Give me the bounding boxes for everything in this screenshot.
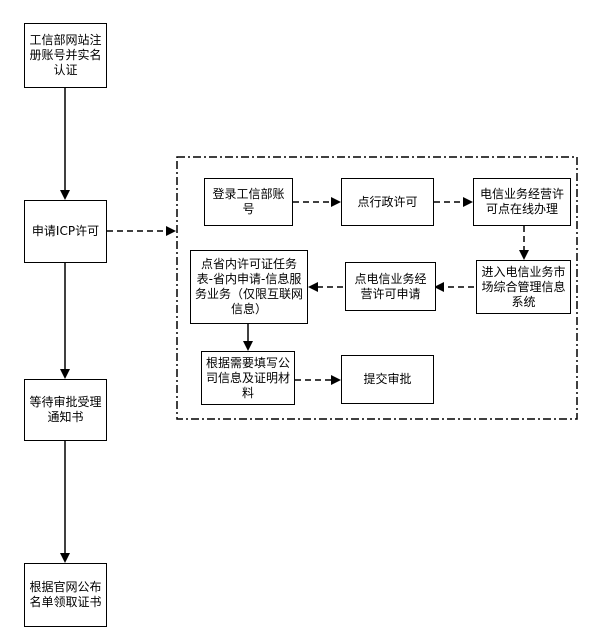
detail-click-task-text: 点省内许可证任务表-省内申请-信息服务业务（仅限互联网信息） xyxy=(195,257,304,316)
detail-login: 登录工信部账号 xyxy=(204,178,293,226)
detail-click-admin: 点行政许可 xyxy=(341,178,434,226)
detail-click-apply-text: 点电信业务经营许可申请 xyxy=(354,271,427,301)
step-register-text: 工信部网站注册账号并实名认证 xyxy=(29,33,102,77)
detail-enter-system: 进入电信业务市场综合管理信息系统 xyxy=(476,260,571,314)
detail-group-frame xyxy=(176,156,578,420)
step-register: 工信部网站注册账号并实名认证 xyxy=(24,23,107,88)
detail-submit-text: 提交审批 xyxy=(363,372,412,386)
step-apply-icp-text: 申请ICP许可 xyxy=(31,224,100,238)
detail-telecom-online: 电信业务经营许可点在线办理 xyxy=(473,178,571,226)
detail-login-text: 登录工信部账号 xyxy=(212,187,285,216)
detail-click-task: 点省内许可证任务表-省内申请-信息服务业务（仅限互联网信息） xyxy=(190,250,308,324)
step-wait-notice: 等待审批受理通知书 xyxy=(24,379,107,441)
detail-click-apply: 点电信业务经营许可申请 xyxy=(345,262,436,311)
step-get-cert-text: 根据官网公布名单领取证书 xyxy=(29,580,102,609)
detail-telecom-online-text: 电信业务经营许可点在线办理 xyxy=(479,187,564,216)
detail-fill-info: 根据需要填写公司信息及证明材料 xyxy=(201,351,295,405)
detail-enter-system-text: 进入电信业务市场综合管理信息系统 xyxy=(481,264,566,309)
step-wait-notice-text: 等待审批受理通知书 xyxy=(29,395,102,424)
detail-click-admin-text: 点行政许可 xyxy=(357,194,418,209)
step-get-cert: 根据官网公布名单领取证书 xyxy=(24,563,107,627)
step-apply-icp: 申请ICP许可 xyxy=(24,200,107,263)
detail-fill-info-text: 根据需要填写公司信息及证明材料 xyxy=(206,355,291,400)
detail-submit: 提交审批 xyxy=(341,355,434,404)
